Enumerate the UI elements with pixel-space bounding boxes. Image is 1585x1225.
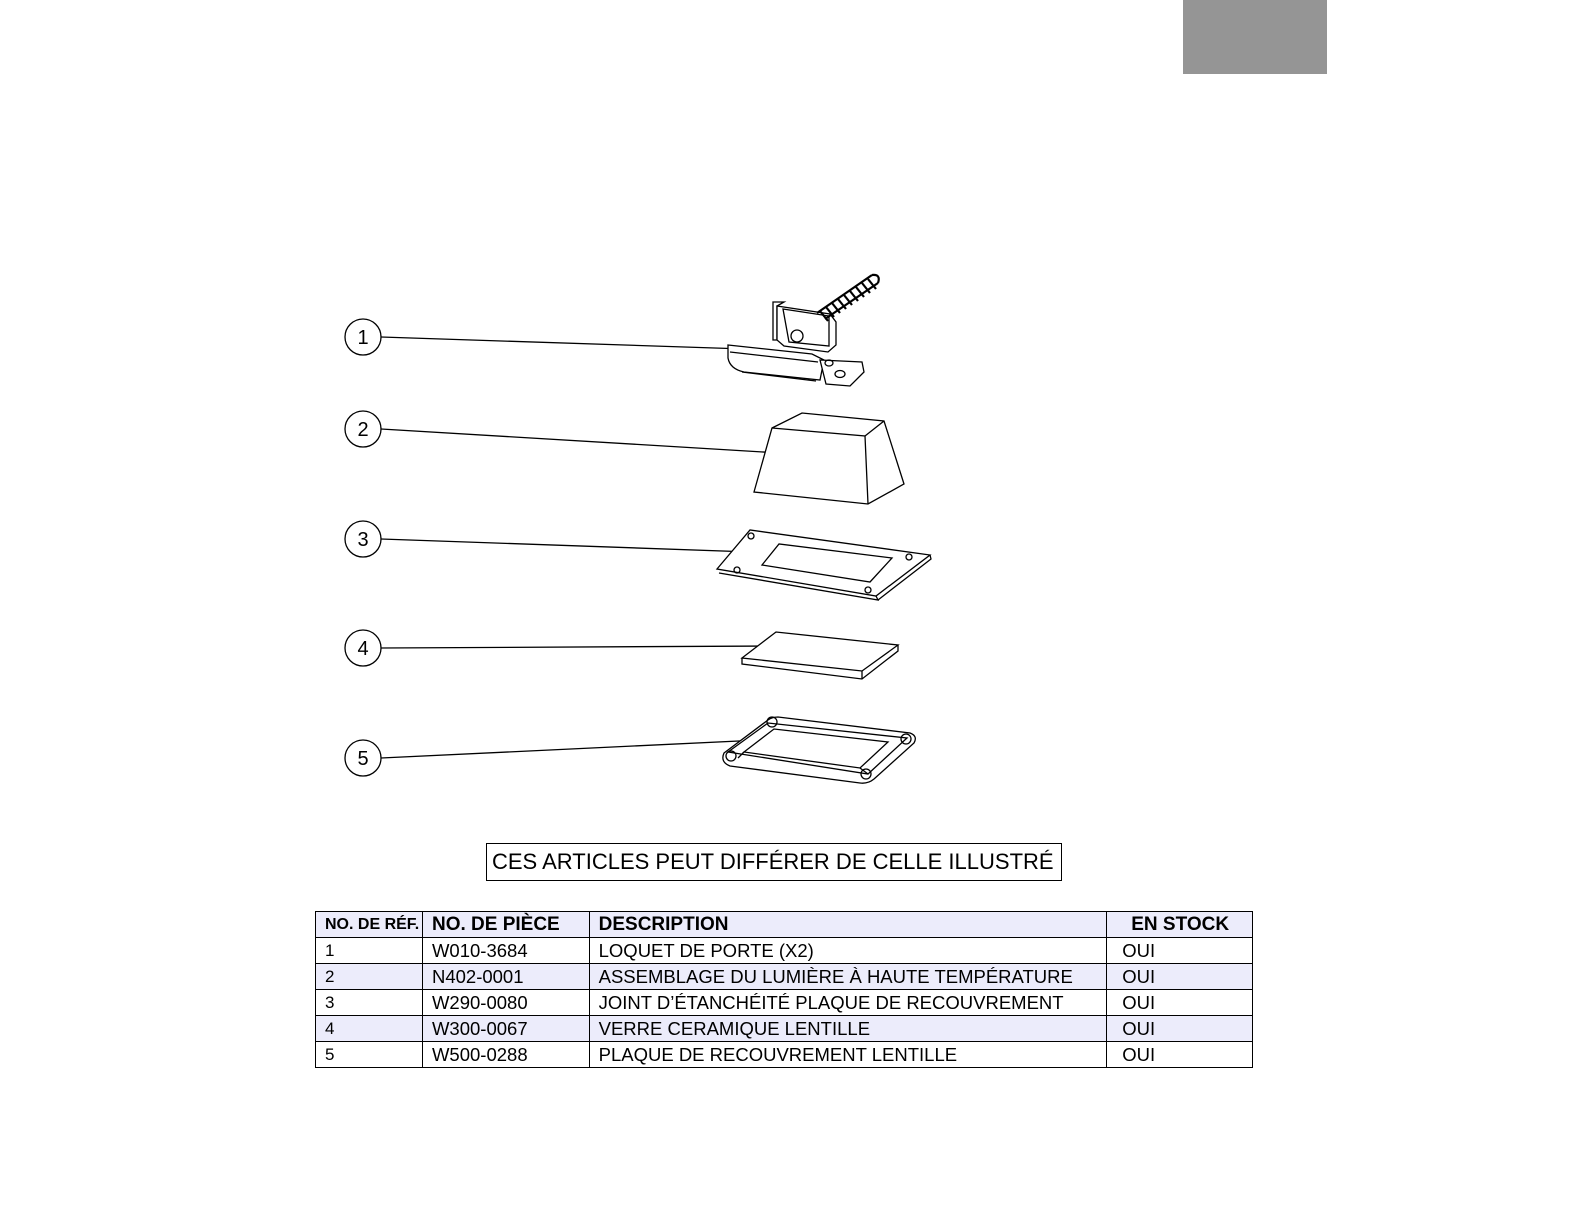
row-ref: 4 <box>315 1015 423 1042</box>
parts-table: NO. DE RÉF. NO. DE PIÈCE DESCRIPTION EN … <box>315 911 1253 1068</box>
callout-5 <box>344 739 761 777</box>
row-part-number: W290-0080 <box>421 989 590 1016</box>
row-in-stock: OUI <box>1106 989 1253 1016</box>
header-in-stock: EN STOCK <box>1106 911 1253 938</box>
callout-3-number: 3 <box>357 529 368 551</box>
row-description: VERRE CERAMIQUE LENTILLE <box>588 1015 1108 1042</box>
table-row: 4 W300-0067 VERRE CERAMIQUE LENTILLE OUI <box>315 1015 1253 1042</box>
row-in-stock: OUI <box>1106 963 1253 990</box>
row-part-number: W010-3684 <box>421 937 590 964</box>
row-in-stock: OUI <box>1106 1041 1253 1068</box>
row-in-stock: OUI <box>1106 937 1253 964</box>
lens-cover-plate-drawing <box>722 716 916 784</box>
callout-1-number: 1 <box>357 327 368 349</box>
table-header-row: NO. DE RÉF. NO. DE PIÈCE DESCRIPTION EN … <box>315 911 1253 938</box>
light-assembly-drawing <box>753 412 905 505</box>
row-description: PLAQUE DE RECOUVREMENT LENTILLE <box>588 1041 1108 1068</box>
gasket-drawing <box>715 529 932 601</box>
row-ref: 1 <box>315 937 423 964</box>
callout-1 <box>344 318 746 356</box>
callout-4 <box>344 629 774 667</box>
table-row: 5 W500-0288 PLAQUE DE RECOUVREMENT LENTI… <box>315 1041 1253 1068</box>
disclaimer-note: CES ARTICLES PEUT DIFFÉRER DE CELLE ILLU… <box>486 843 1062 881</box>
callout-2-number: 2 <box>357 419 368 441</box>
page-tab-marker <box>1183 0 1327 74</box>
door-latch-drawing <box>727 273 880 387</box>
callout-5-number: 5 <box>357 748 368 770</box>
row-part-number: W300-0067 <box>421 1015 590 1042</box>
header-description: DESCRIPTION <box>588 911 1108 938</box>
row-part-number: N402-0001 <box>421 963 590 990</box>
header-part-number: NO. DE PIÈCE <box>421 911 590 938</box>
row-description: LOQUET DE PORTE (X2) <box>588 937 1108 964</box>
row-ref: 5 <box>315 1041 423 1068</box>
row-part-number: W500-0288 <box>421 1041 590 1068</box>
callout-2 <box>344 410 781 454</box>
row-ref: 2 <box>315 963 423 990</box>
callout-4-number: 4 <box>357 638 368 660</box>
row-description: ASSEMBLAGE DU LUMIÈRE À HAUTE TEMPÉRATUR… <box>588 963 1108 990</box>
row-in-stock: OUI <box>1106 1015 1253 1042</box>
exploded-parts-diagram: 1 2 3 4 5 <box>344 273 932 784</box>
callout-3 <box>344 520 752 558</box>
row-description: JOINT D’ÉTANCHÉITÉ PLAQUE DE RECOUVREMEN… <box>588 989 1108 1016</box>
header-ref-number: NO. DE RÉF. <box>315 911 423 938</box>
table-row: 1 W010-3684 LOQUET DE PORTE (X2) OUI <box>315 937 1253 964</box>
row-ref: 3 <box>315 989 423 1016</box>
table-row: 2 N402-0001 ASSEMBLAGE DU LUMIÈRE À HAUT… <box>315 963 1253 990</box>
ceramic-glass-drawing <box>740 631 900 680</box>
table-row: 3 W290-0080 JOINT D’ÉTANCHÉITÉ PLAQUE DE… <box>315 989 1253 1016</box>
